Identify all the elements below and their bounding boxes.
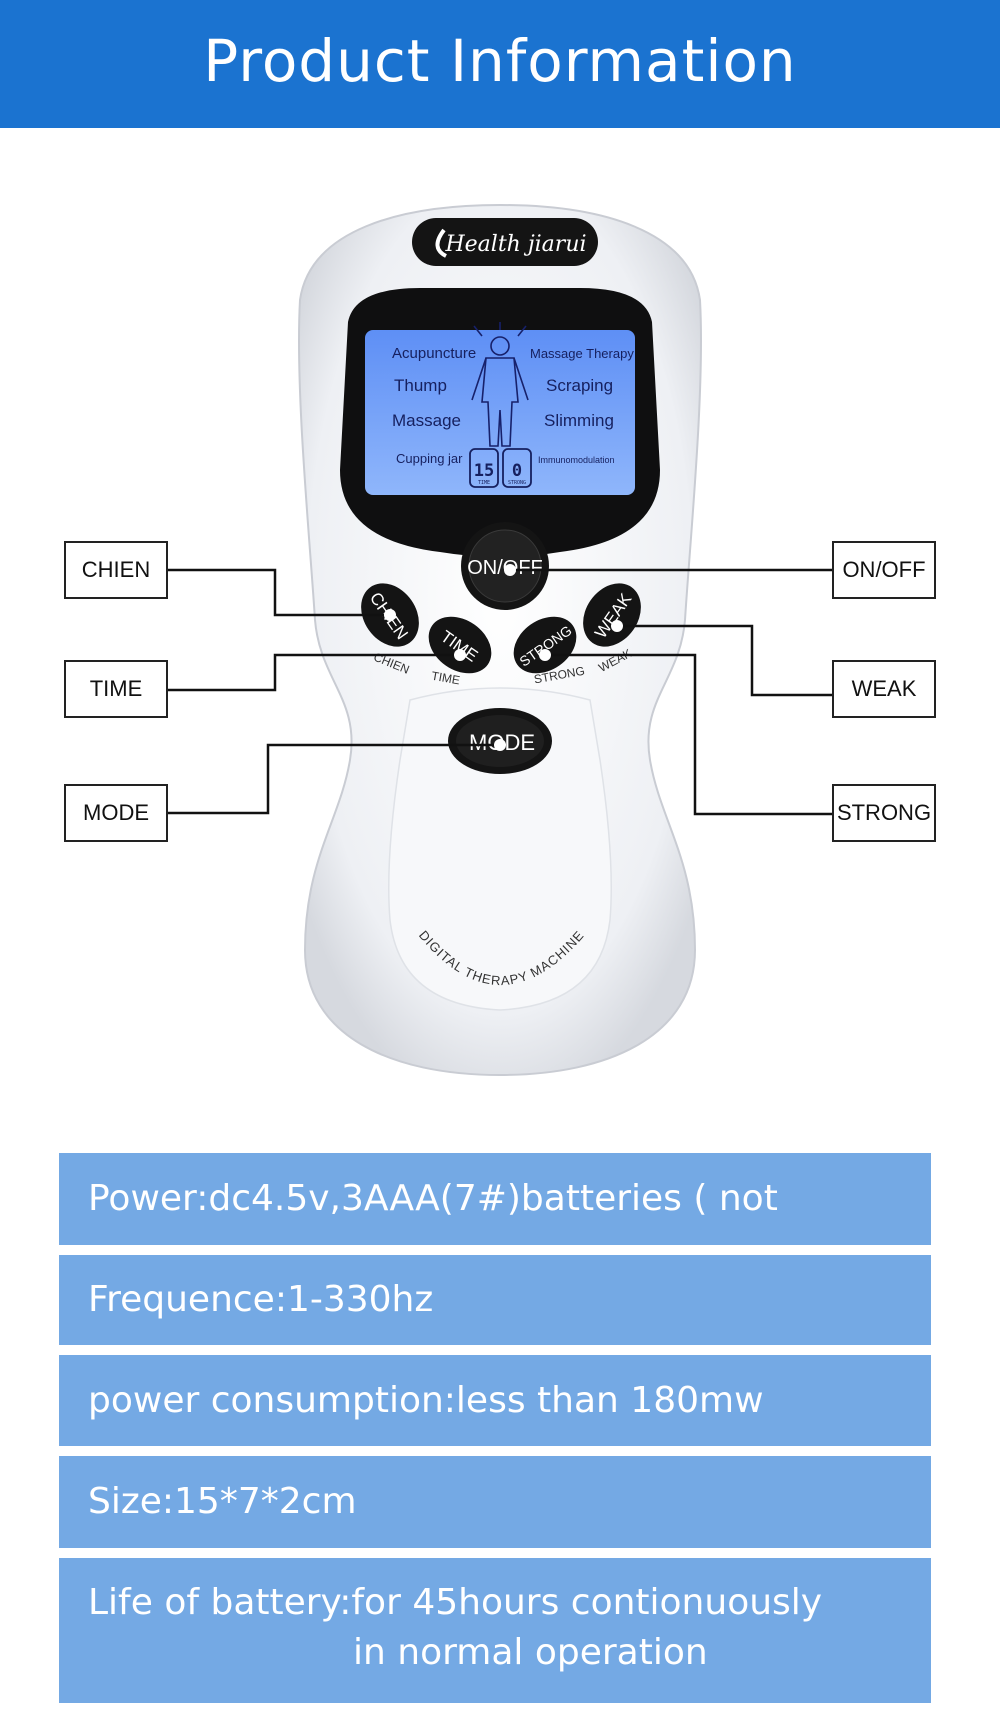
time-readout bbox=[469, 448, 499, 488]
time-caption: TIME bbox=[478, 480, 490, 486]
spec-size-text: Size:15*7*2cm bbox=[88, 1481, 357, 1522]
strength-caption: STRONG bbox=[508, 480, 526, 486]
mode-label-right-4: Immunomodulation bbox=[538, 455, 615, 465]
time-caption-print: TIME bbox=[430, 669, 461, 688]
spec-size: Size:15*7*2cm bbox=[59, 1456, 931, 1548]
callout-strong: STRONG bbox=[832, 784, 936, 842]
time-digits: 15 bbox=[474, 461, 494, 481]
callout-connectors bbox=[168, 568, 832, 816]
mode-label-left-1: Acupuncture bbox=[392, 345, 476, 362]
mode-label-right-3: Slimming bbox=[544, 411, 614, 430]
strength-readout bbox=[502, 448, 532, 488]
time-connector bbox=[168, 653, 460, 692]
callout-on-off: ON/OFF bbox=[832, 541, 936, 599]
on-off-button[interactable]: ON/OFF bbox=[461, 522, 549, 610]
mode-connector bbox=[168, 743, 500, 815]
lcd-screen: Acupuncture Thump Massage Cupping jar Ma… bbox=[365, 322, 635, 495]
callout-weak: WEAK bbox=[832, 660, 936, 718]
strong-connector bbox=[545, 653, 832, 816]
mode-label-left-2: Thump bbox=[394, 376, 447, 395]
spec-frequency-text: Frequence:1-330hz bbox=[88, 1279, 434, 1320]
weak-connector bbox=[617, 624, 832, 697]
mode-label-right-1: Massage Therapy bbox=[530, 346, 634, 361]
spec-battery-life-text-2: in normal operation bbox=[353, 1632, 708, 1673]
mode-label-left-3: Massage bbox=[392, 411, 461, 430]
callout-time: TIME bbox=[64, 660, 168, 718]
header-banner: Product Information bbox=[0, 0, 1000, 128]
mode-label-left-4: Cupping jar bbox=[396, 451, 463, 466]
strength-digits: 0 bbox=[512, 461, 522, 481]
spec-battery-life-text: Life of battery:for 45hours contionuousl… bbox=[88, 1582, 823, 1623]
weak-button[interactable]: WEAK bbox=[571, 572, 653, 658]
body-figure-icon bbox=[471, 322, 529, 447]
page-title: Product Information bbox=[203, 27, 797, 95]
callout-chien: CHIEN bbox=[64, 541, 168, 599]
spec-battery-life: Life of battery:for 45hours contionuousl… bbox=[59, 1558, 931, 1703]
connector-dots bbox=[384, 564, 623, 751]
brand-name: Health jiarui bbox=[444, 232, 586, 257]
spec-power-consumption: power consumption:less than 180mw bbox=[59, 1355, 931, 1446]
spec-frequency: Frequence:1-330hz bbox=[59, 1255, 931, 1345]
callout-mode: MODE bbox=[64, 784, 168, 842]
brand-logo: Health jiarui bbox=[412, 218, 598, 266]
chien-connector bbox=[168, 568, 390, 617]
lower-panel bbox=[388, 687, 612, 1011]
spec-power: Power:dc4.5v,3AAA(7#)batteries ( not inc… bbox=[59, 1153, 931, 1311]
mode-label-right-2: Scraping bbox=[546, 376, 613, 395]
spec-power-consumption-text: power consumption:less than 180mw bbox=[88, 1380, 764, 1421]
